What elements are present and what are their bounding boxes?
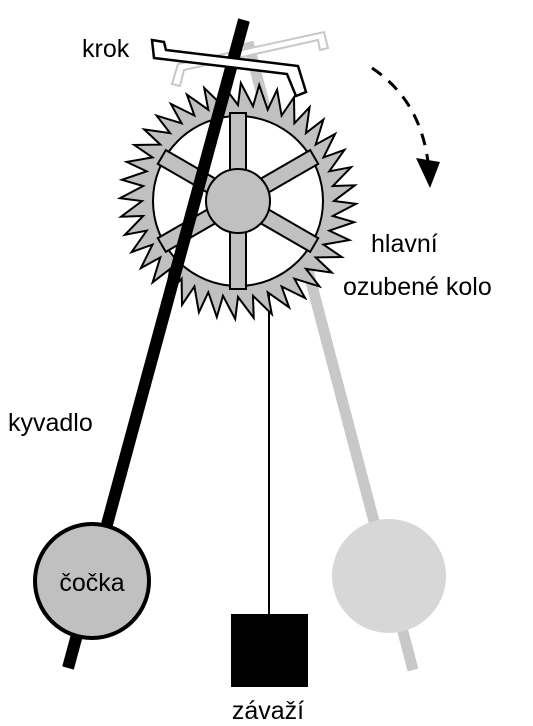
label-main-wheel-line1: hlavní xyxy=(371,230,438,258)
label-main-wheel-line2: ozubené kolo xyxy=(343,273,492,301)
label-kyvadlo: kyvadlo xyxy=(8,409,93,437)
label-bob: čočka xyxy=(59,569,124,597)
rotation-arrow xyxy=(371,66,440,188)
ghost-escapement-anchor xyxy=(170,30,330,88)
escapement-anchor xyxy=(150,38,308,98)
ghost-bob xyxy=(332,519,446,633)
pendulum-bob xyxy=(33,522,151,640)
wheel-hub xyxy=(205,168,271,234)
label-krok: krok xyxy=(82,35,130,63)
escape-wheel xyxy=(116,79,360,323)
label-weight: závaží xyxy=(232,697,304,725)
rotation-arrow-head xyxy=(416,158,440,188)
weight-block xyxy=(231,614,308,687)
